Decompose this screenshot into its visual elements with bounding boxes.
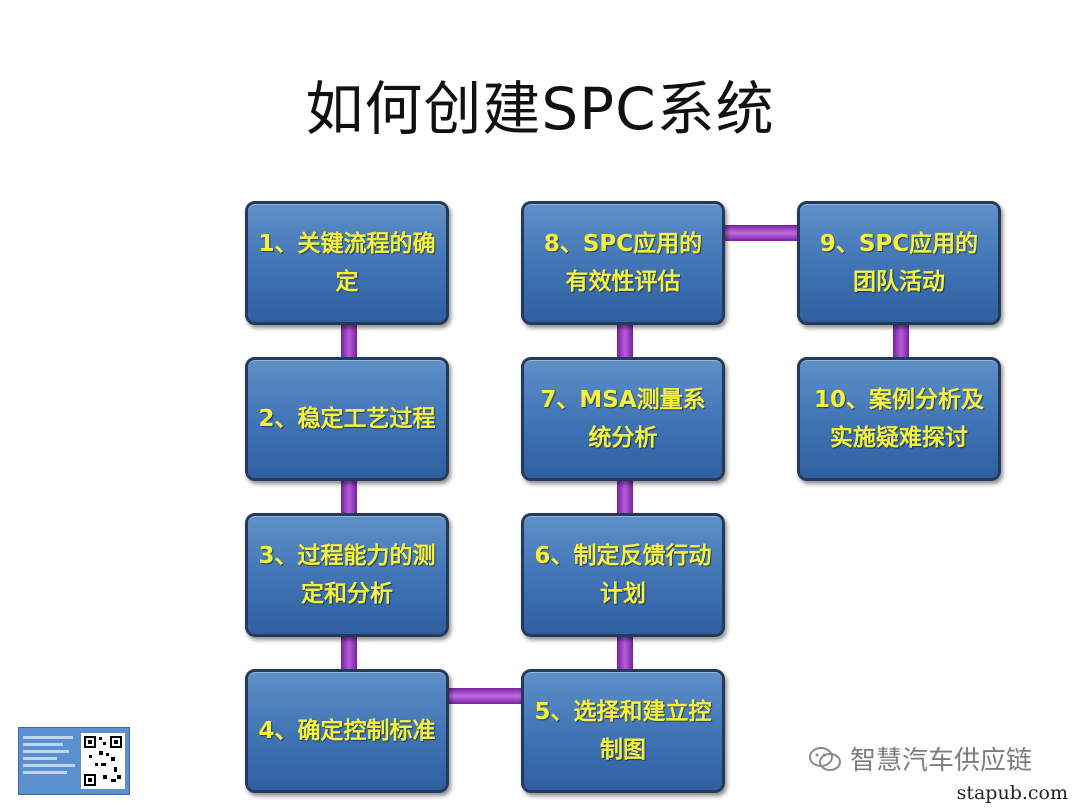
step-label-3: 3、过程能力的测定和分析 [258, 543, 436, 607]
site-watermark: stapub.com [956, 782, 1068, 804]
step-box-4: 4、确定控制标准 [245, 669, 449, 793]
connector-8-9 [725, 225, 799, 241]
step-label-9: 9、SPC应用的团队活动 [819, 231, 979, 295]
step-box-10: 10、案例分析及实施疑难探讨 [797, 357, 1001, 481]
connector-3-4 [341, 637, 357, 673]
connector-1-2 [341, 325, 357, 361]
business-card-thumbnail [18, 727, 130, 795]
step-label-5: 5、选择和建立控制图 [534, 699, 712, 763]
watermark-text: 智慧汽车供应链 [850, 746, 1033, 776]
wechat-icon [809, 746, 841, 771]
connector-2-3 [341, 481, 357, 517]
step-label-4: 4、确定控制标准 [258, 718, 436, 744]
step-label-7: 7、MSA测量系统分析 [540, 387, 706, 451]
step-box-6: 6、制定反馈行动计划 [521, 513, 725, 637]
step-box-8: 8、SPC应用的有效性评估 [521, 201, 725, 325]
step-label-10: 10、案例分析及实施疑难探讨 [813, 387, 984, 451]
step-label-2: 2、稳定工艺过程 [258, 406, 436, 432]
step-label-6: 6、制定反馈行动计划 [534, 543, 712, 607]
step-box-1: 1、关键流程的确定 [245, 201, 449, 325]
wechat-watermark: 智慧汽车供应链 [808, 740, 1032, 777]
page-title: 如何创建SPC系统 [305, 75, 775, 143]
connector-7-8 [617, 325, 633, 361]
connector-9-10 [893, 325, 909, 361]
step-box-2: 2、稳定工艺过程 [245, 357, 449, 481]
step-box-5: 5、选择和建立控制图 [521, 669, 725, 793]
step-box-9: 9、SPC应用的团队活动 [797, 201, 1001, 325]
card-text-lines [23, 732, 81, 790]
step-label-1: 1、关键流程的确定 [258, 231, 436, 295]
step-box-3: 3、过程能力的测定和分析 [245, 513, 449, 637]
step-label-8: 8、SPC应用的有效性评估 [543, 231, 703, 295]
step-box-7: 7、MSA测量系统分析 [521, 357, 725, 481]
connector-4-5 [449, 688, 523, 704]
qr-code-icon [81, 733, 125, 789]
connector-5-6 [617, 637, 633, 673]
connector-6-7 [617, 481, 633, 517]
